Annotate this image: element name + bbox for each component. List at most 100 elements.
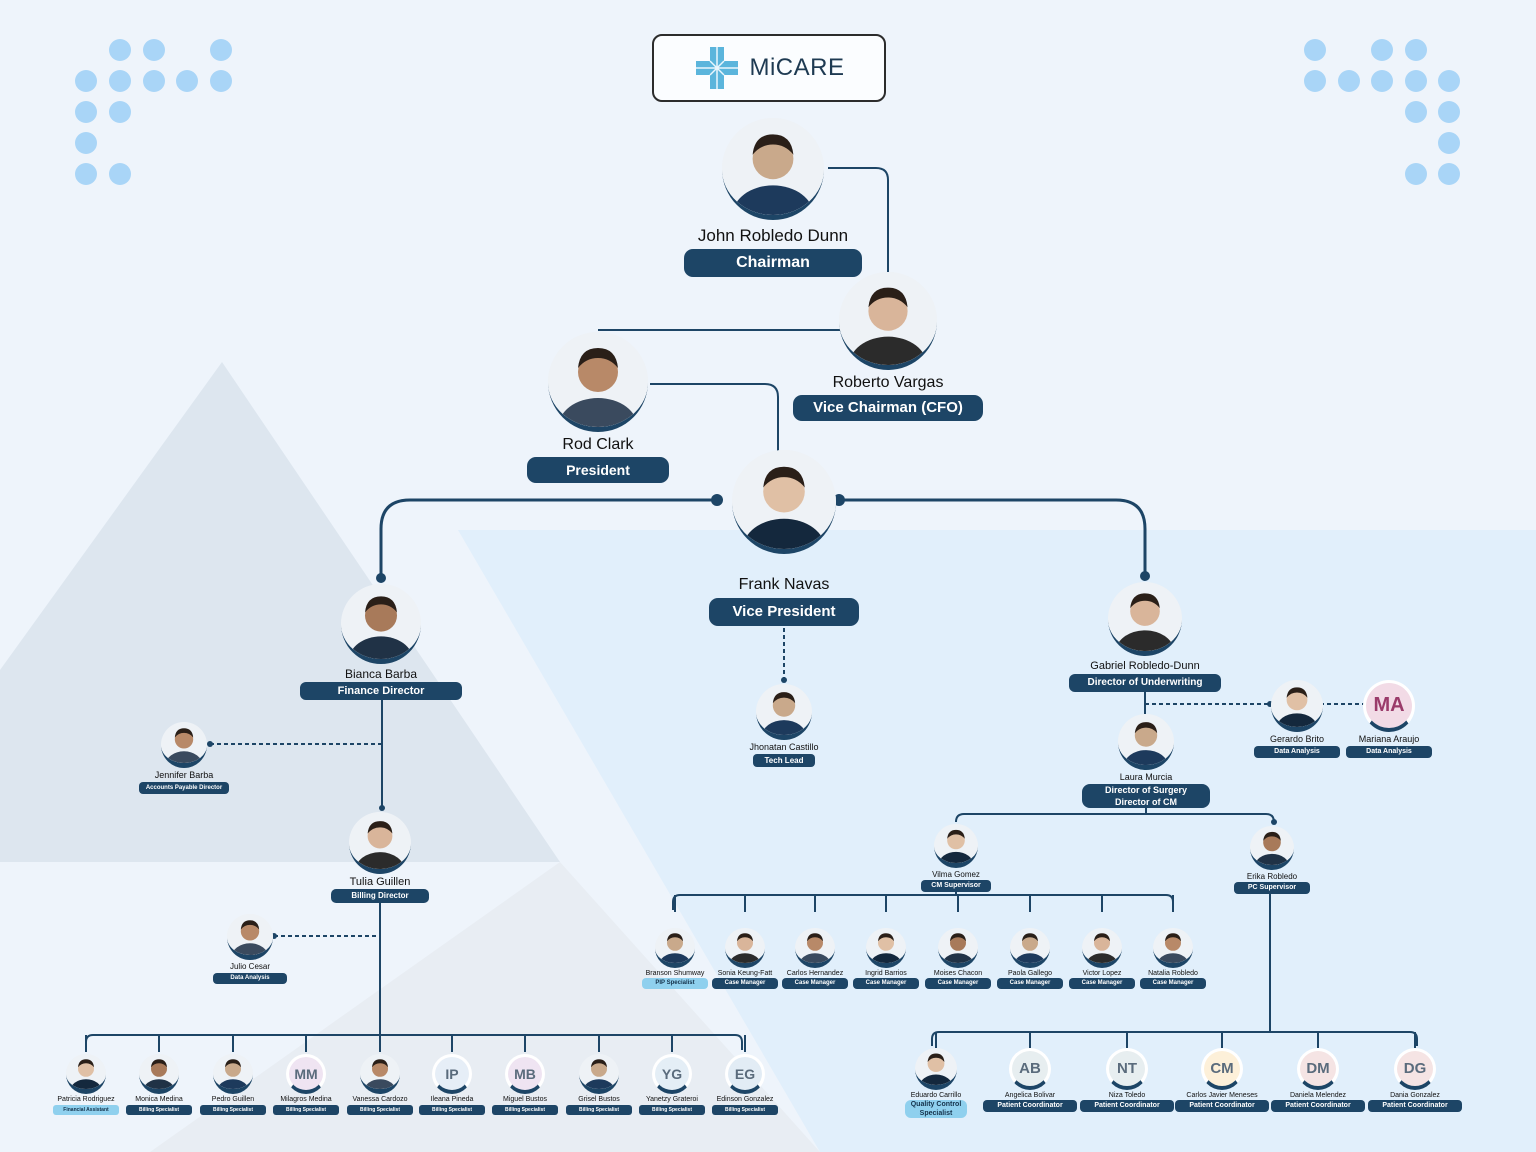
person-name: Branson Shumway	[645, 970, 705, 977]
avatar-photo	[866, 928, 906, 968]
decor-dot	[1438, 101, 1460, 123]
role-badge: Vice President	[709, 598, 859, 626]
decor-dot	[109, 70, 131, 92]
person-name: Gabriel Robledo-Dunn	[1090, 660, 1200, 672]
person-silhouette-icon	[866, 928, 906, 963]
person-name: Rod Clark	[562, 436, 634, 453]
avatar-photo	[732, 450, 836, 554]
person-silhouette-icon	[1271, 680, 1323, 727]
decor-dot	[109, 101, 131, 123]
node-dot-tech	[781, 677, 787, 683]
role-badge: Billing Specialist	[200, 1105, 266, 1115]
link-vp-underwriting	[838, 498, 1147, 572]
person-silhouette-icon	[839, 272, 937, 365]
role-title: Accounts Payable Director	[145, 785, 223, 791]
person-name: Victor Lopez	[1082, 970, 1122, 977]
role-badge: Case Manager	[925, 978, 991, 989]
person-name: Frank Navas	[738, 576, 830, 593]
person-name: Mariana Araujo	[1358, 734, 1420, 744]
role-badge: Financial Assistant	[53, 1105, 119, 1115]
person-name: Daniela Melendez	[1289, 1092, 1347, 1099]
role-title: Case Manager	[794, 980, 836, 986]
role-title: Billing Director	[351, 891, 409, 900]
avatar-initials-text: NT	[1117, 1060, 1137, 1077]
avatar-photo	[722, 118, 824, 220]
role-badge: Case Manager	[782, 978, 848, 989]
avatar-initials-text: MA	[1373, 694, 1405, 716]
person-name: Angelica Bolivar	[1004, 1092, 1056, 1099]
person-silhouette-icon	[1082, 928, 1122, 963]
role-title: PC Supervisor	[1247, 884, 1297, 891]
role-badge: President	[527, 457, 669, 483]
person-silhouette-icon	[915, 1048, 957, 1085]
role-title: Case Manager	[1152, 980, 1194, 986]
avatar-photo	[360, 1054, 400, 1094]
role-badge: Case Manager	[853, 978, 919, 989]
role-badge: Data Analysis	[213, 973, 287, 984]
role-badge: Data Analysis	[1254, 746, 1340, 758]
avatar-photo	[1271, 680, 1323, 732]
avatar-photo	[139, 1054, 179, 1094]
node-dot-underwriting	[1140, 571, 1150, 581]
person-silhouette-icon	[795, 928, 835, 963]
role-badge: Billing Specialist	[566, 1105, 632, 1115]
avatar-photo	[579, 1054, 619, 1094]
role-title: CM Supervisor	[931, 882, 981, 889]
person-silhouette-icon	[756, 684, 812, 735]
avatar-photo	[341, 584, 421, 664]
person-name: Ingrid Barrios	[865, 970, 907, 977]
role-badge: Chairman	[684, 249, 862, 277]
avatar-initials-text: DM	[1306, 1060, 1330, 1077]
decor-dot	[143, 70, 165, 92]
role-title-line2: Director of CM	[1114, 797, 1177, 807]
person-silhouette-icon	[1108, 582, 1182, 651]
person-silhouette-icon	[1153, 928, 1193, 963]
node-dot-finance	[376, 573, 386, 583]
role-badge: PIP Specialist	[642, 978, 708, 989]
avatar-initials: DG	[1394, 1048, 1436, 1090]
person-name: Eduardo Carrillo	[910, 1092, 962, 1099]
role-badge: Billing Specialist	[712, 1105, 778, 1115]
role-badge: Patient Coordinator	[1368, 1100, 1462, 1112]
person-name: Patricia Rodriguez	[57, 1096, 115, 1103]
person-name: Miguel Bustos	[503, 1096, 547, 1103]
role-badge: Patient Coordinator	[983, 1100, 1077, 1112]
avatar-photo	[915, 1048, 957, 1090]
role-title: Patient Coordinator	[1189, 1102, 1255, 1109]
person-silhouette-icon	[548, 332, 648, 427]
node-dot-billing	[379, 805, 385, 811]
avatar-initials: DM	[1297, 1048, 1339, 1090]
role-title: Financial Assistant	[63, 1107, 109, 1113]
role-title: Case Manager	[724, 980, 766, 986]
decor-dot	[75, 101, 97, 123]
avatar-photo	[1250, 826, 1294, 870]
avatar-photo	[1108, 582, 1182, 656]
person-silhouette-icon	[66, 1054, 106, 1089]
decor-dot	[109, 163, 131, 185]
role-title: Billing Specialist	[359, 1107, 400, 1113]
avatar-photo	[349, 812, 411, 874]
person-name: Pedro Guillen	[211, 1096, 255, 1103]
avatar-photo	[839, 272, 937, 370]
avatar-initials: IP	[432, 1054, 472, 1094]
role-badge: Patient Coordinator	[1271, 1100, 1365, 1112]
decor-dot	[176, 70, 198, 92]
person-name: Carlos Javier Meneses	[1186, 1092, 1258, 1099]
